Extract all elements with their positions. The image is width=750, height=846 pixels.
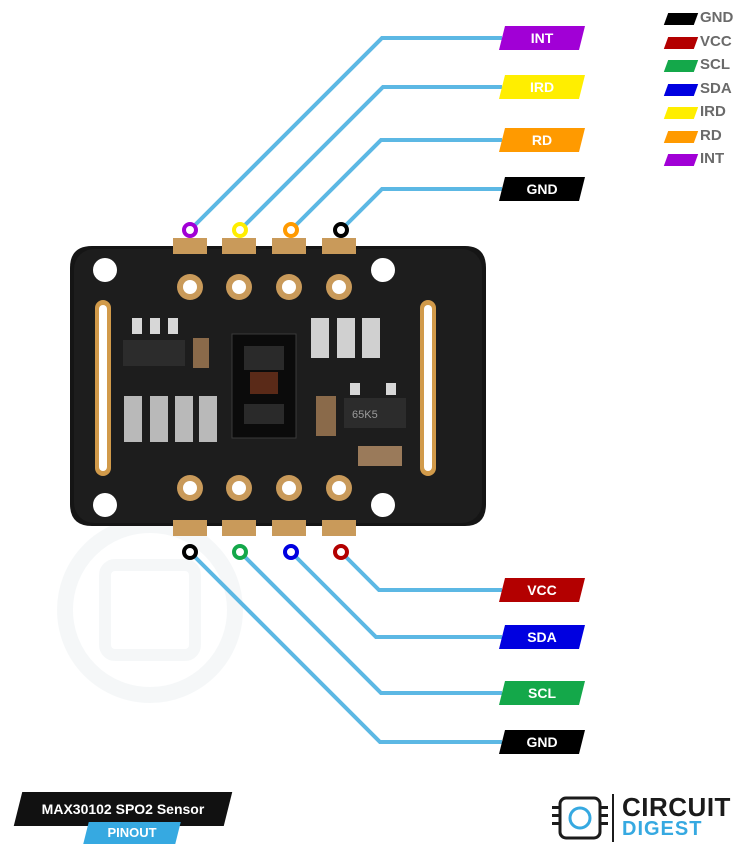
legend-swatch	[663, 83, 699, 96]
connector-line-sda-bottom	[289, 550, 502, 639]
pin-label-gnd-top: GND	[499, 177, 585, 201]
legend-item: IRD	[660, 102, 750, 126]
connector-line-ird-top	[238, 85, 502, 232]
pin-marker-rd-top	[283, 222, 299, 238]
edge-pad	[222, 520, 256, 536]
legend-item: INT	[660, 149, 750, 173]
legend-label: INT	[700, 150, 725, 167]
pin-marker-vcc-bottom	[333, 544, 349, 560]
pin-label-ird: IRD	[499, 75, 585, 99]
connector-line-gnd-top	[339, 187, 502, 232]
chip-marking: 65K5	[352, 409, 378, 421]
edge-pad	[272, 238, 306, 254]
legend-swatch	[663, 130, 699, 143]
legend-label: RD	[700, 126, 722, 144]
diagram-subtitle: PINOUT	[83, 822, 181, 844]
pin-label-rd: RD	[499, 128, 585, 152]
through-holes-bottom	[177, 475, 352, 501]
connection-lines	[188, 36, 502, 744]
legend-item: SDA	[660, 79, 750, 103]
legend-swatch	[663, 13, 699, 25]
legend-label: VCC	[700, 32, 732, 50]
edge-pad	[173, 520, 207, 536]
pin-marker-scl-bottom	[232, 544, 248, 560]
diagram-title: MAX30102 SPO2 Sensor	[13, 792, 233, 826]
legend-item: VCC	[660, 32, 750, 56]
watermark-logo	[57, 517, 243, 703]
pin-label-int: INT	[499, 26, 585, 50]
circuit-digest-logo-icon	[552, 794, 614, 842]
pin-label-scl: SCL	[499, 681, 585, 705]
edge-pad	[322, 238, 356, 254]
sensor-board: 65K5	[70, 238, 486, 536]
connector-line-int-top	[188, 36, 502, 232]
legend-swatch	[663, 36, 699, 49]
legend-label: SDA	[700, 79, 732, 97]
edge-pad	[322, 520, 356, 536]
pin-label-gnd-bottom: GND	[499, 730, 585, 754]
pin-label-sda: SDA	[499, 625, 585, 649]
brand-name: CIRCUIT	[622, 792, 731, 822]
pin-marker-gnd-bottom	[182, 544, 198, 560]
pin-label-vcc: VCC	[499, 578, 585, 602]
through-holes-top	[177, 274, 352, 300]
pin-marker-sda-bottom	[283, 544, 299, 560]
legend-swatch	[663, 107, 699, 119]
edge-pad	[173, 238, 207, 254]
pin-marker-int-top	[182, 222, 198, 238]
brand-subname: DIGEST	[622, 818, 703, 840]
connector-line-vcc-bottom	[339, 550, 502, 592]
smd-components	[123, 318, 406, 466]
connector-line-scl-bottom	[238, 550, 502, 695]
mount-hole	[93, 493, 117, 517]
legend-item: GND	[660, 8, 750, 32]
connector-line-gnd-bottom	[188, 550, 502, 744]
legend-label: IRD	[700, 103, 726, 120]
mount-hole	[371, 493, 395, 517]
legend-swatch	[663, 60, 699, 72]
edge-pad	[222, 238, 256, 254]
mount-hole	[371, 258, 395, 282]
legend-item: RD	[660, 126, 750, 150]
edge-pad	[272, 520, 306, 536]
connector-line-rd-top	[289, 138, 502, 232]
legend-item: SCL	[660, 55, 750, 79]
max30102-chip	[231, 333, 297, 439]
legend-label: GND	[700, 9, 734, 26]
mount-hole	[93, 258, 117, 282]
legend-swatch	[663, 154, 699, 166]
legend-label: SCL	[700, 56, 730, 73]
pin-markers	[182, 222, 349, 560]
color-legend: GND VCC SCL SDA IRD RD INT	[660, 8, 750, 173]
pin-marker-gnd-top	[333, 222, 349, 238]
pin-marker-ird-top	[232, 222, 248, 238]
